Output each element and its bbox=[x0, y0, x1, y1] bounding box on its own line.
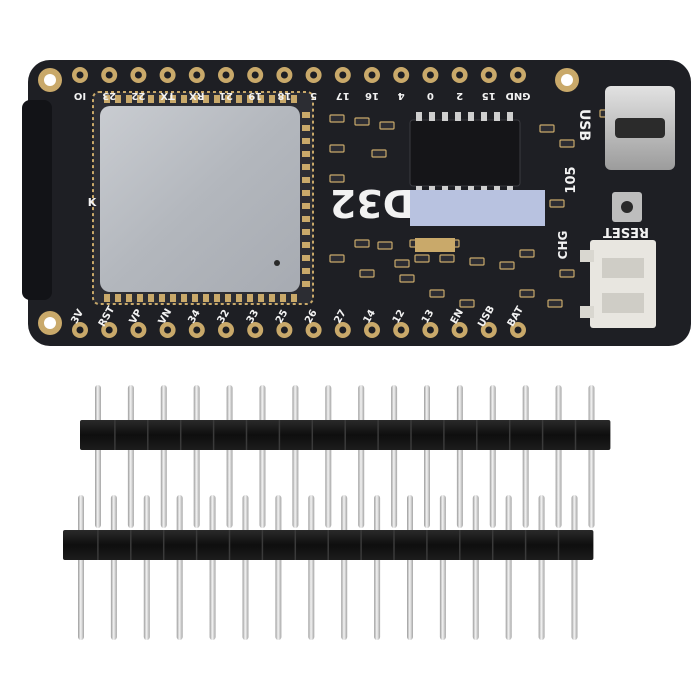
header-pin bbox=[391, 385, 398, 528]
header-pin bbox=[325, 385, 332, 528]
antenna-mark: K bbox=[88, 196, 97, 209]
header-pin bbox=[341, 495, 348, 640]
pin-header-bottom bbox=[63, 495, 594, 640]
header-pin bbox=[110, 495, 117, 640]
header-pin bbox=[226, 385, 233, 528]
header-pin bbox=[358, 385, 365, 528]
top-pin-labels: IO 23 22 TX RX 21 19 18 5 17 16 4 0 2 15 GND bbox=[74, 90, 531, 101]
pin-header-top bbox=[80, 385, 611, 528]
header-pin bbox=[292, 385, 299, 528]
reset-label: RESET bbox=[603, 224, 649, 239]
label-box bbox=[410, 190, 545, 226]
header-pin bbox=[472, 495, 479, 640]
smd-components bbox=[329, 109, 615, 308]
header-pin bbox=[439, 495, 446, 640]
header-pin bbox=[95, 385, 101, 528]
bottom-pin-pads bbox=[72, 294, 526, 338]
header-pin bbox=[160, 385, 167, 528]
header-pin bbox=[176, 495, 183, 640]
micro-usb-port[interactable] bbox=[605, 86, 675, 170]
header-pin bbox=[407, 495, 413, 640]
smd-pad bbox=[415, 238, 455, 252]
pin-label: 4 bbox=[398, 90, 405, 101]
top-pin-pads bbox=[72, 67, 526, 287]
battery-connector[interactable] bbox=[580, 240, 656, 328]
pin-label: TX bbox=[160, 90, 175, 101]
mounting-holes bbox=[38, 68, 579, 335]
header-pin bbox=[588, 385, 595, 528]
pin-label: 18 bbox=[277, 90, 291, 101]
header-pin bbox=[275, 495, 282, 640]
header-pin bbox=[78, 495, 84, 640]
chg-label: CHG bbox=[556, 231, 570, 260]
header-pin bbox=[522, 385, 529, 528]
header-pin bbox=[424, 385, 430, 528]
header-pin bbox=[374, 495, 381, 640]
shield-dot bbox=[274, 260, 280, 266]
header-pin bbox=[571, 495, 578, 640]
header-pin bbox=[489, 385, 496, 528]
model-label: D32 bbox=[330, 181, 414, 225]
pin-label: 2 bbox=[456, 90, 463, 101]
reset-button[interactable] bbox=[612, 192, 642, 222]
usb-uart-chip bbox=[409, 112, 521, 195]
header-pin bbox=[505, 495, 512, 640]
pin-label: 21 bbox=[219, 90, 233, 101]
header-pin bbox=[259, 385, 266, 528]
pin-label: 15 bbox=[482, 90, 496, 101]
header-pin bbox=[193, 385, 200, 528]
pin-label: 0 bbox=[427, 90, 434, 101]
pin-label: IO bbox=[74, 90, 86, 101]
esp32-shield bbox=[100, 106, 300, 292]
header-pin bbox=[456, 385, 463, 528]
pin-label: RX bbox=[189, 90, 205, 101]
pin-label: 23 bbox=[102, 90, 116, 101]
header-pin bbox=[308, 495, 315, 640]
antenna-area bbox=[22, 100, 52, 300]
header-pin bbox=[127, 385, 134, 528]
ic-code: 105 bbox=[564, 166, 579, 193]
pin-label: 16 bbox=[365, 90, 379, 101]
header-pin bbox=[242, 495, 249, 640]
model-label-group: D32 bbox=[330, 181, 414, 225]
header-pin bbox=[143, 495, 150, 640]
pin-label: 17 bbox=[336, 90, 350, 101]
pin-label: 22 bbox=[131, 90, 145, 101]
pin-label: GND bbox=[506, 90, 531, 101]
header-pin bbox=[209, 495, 216, 640]
pin-label: 19 bbox=[248, 90, 262, 101]
pin-label: 5 bbox=[310, 90, 317, 101]
header-pin bbox=[538, 495, 545, 640]
usb-label: USB bbox=[576, 109, 592, 141]
header-pin bbox=[555, 385, 562, 528]
